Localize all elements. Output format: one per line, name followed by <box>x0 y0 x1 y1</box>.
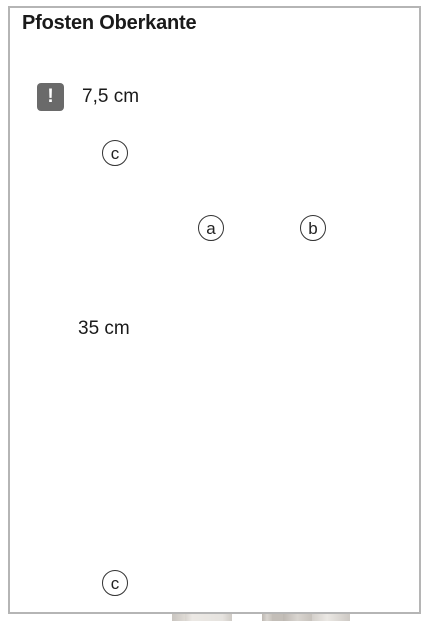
callout-screw-top: c <box>102 140 128 166</box>
diagram-frame <box>8 6 421 614</box>
dimension-top-offset: 7,5 cm <box>82 86 140 107</box>
callout-post-a: a <box>198 215 224 241</box>
dimension-screw-spacing: 35 cm <box>78 318 130 339</box>
diagram-title: Pfosten Oberkante <box>22 12 197 34</box>
callout-screw-bottom: c <box>102 570 128 596</box>
exclamation-icon: ! <box>37 83 64 111</box>
callout-post-b: b <box>300 215 326 241</box>
warning-symbol: ! <box>47 86 54 107</box>
